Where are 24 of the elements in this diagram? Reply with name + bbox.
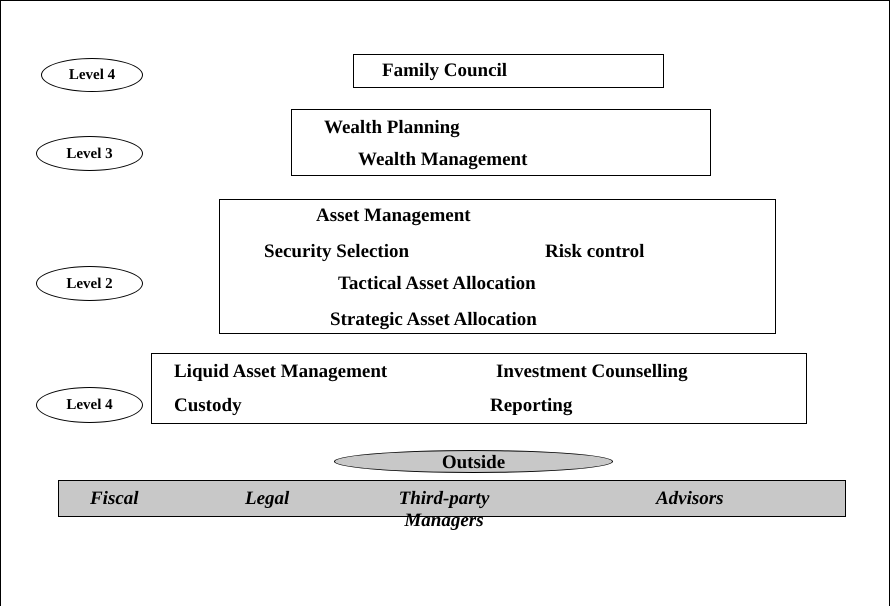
outside-label: Outside [440, 453, 506, 473]
level-box [291, 109, 711, 176]
level-label: Level 4 [65, 396, 114, 415]
function-label: Asset Management [316, 205, 471, 227]
function-label: Custody [174, 395, 242, 417]
level-box [151, 353, 807, 424]
level-box [219, 199, 776, 334]
function-label: Wealth Planning [324, 117, 460, 139]
advisor-label: Fiscal [90, 488, 139, 510]
function-label: Tactical Asset Allocation [338, 273, 536, 295]
function-label: Risk control [545, 241, 644, 263]
function-label: Security Selection [264, 241, 410, 263]
advisor-label: Legal [245, 488, 290, 510]
function-label: Investment Counselling [496, 361, 688, 383]
level-label: Level 4 [68, 66, 116, 85]
advisor-label: Advisors [656, 488, 724, 510]
function-label: Wealth Management [358, 149, 528, 171]
function-label: Liquid Asset Management [174, 361, 388, 383]
function-label: Family Council [382, 60, 508, 82]
level-box [353, 54, 664, 88]
function-label: Reporting [490, 395, 572, 417]
level-label: Level 2 [65, 274, 114, 294]
function-label: Strategic Asset Allocation [330, 309, 537, 331]
level-label: Level 3 [65, 144, 114, 164]
